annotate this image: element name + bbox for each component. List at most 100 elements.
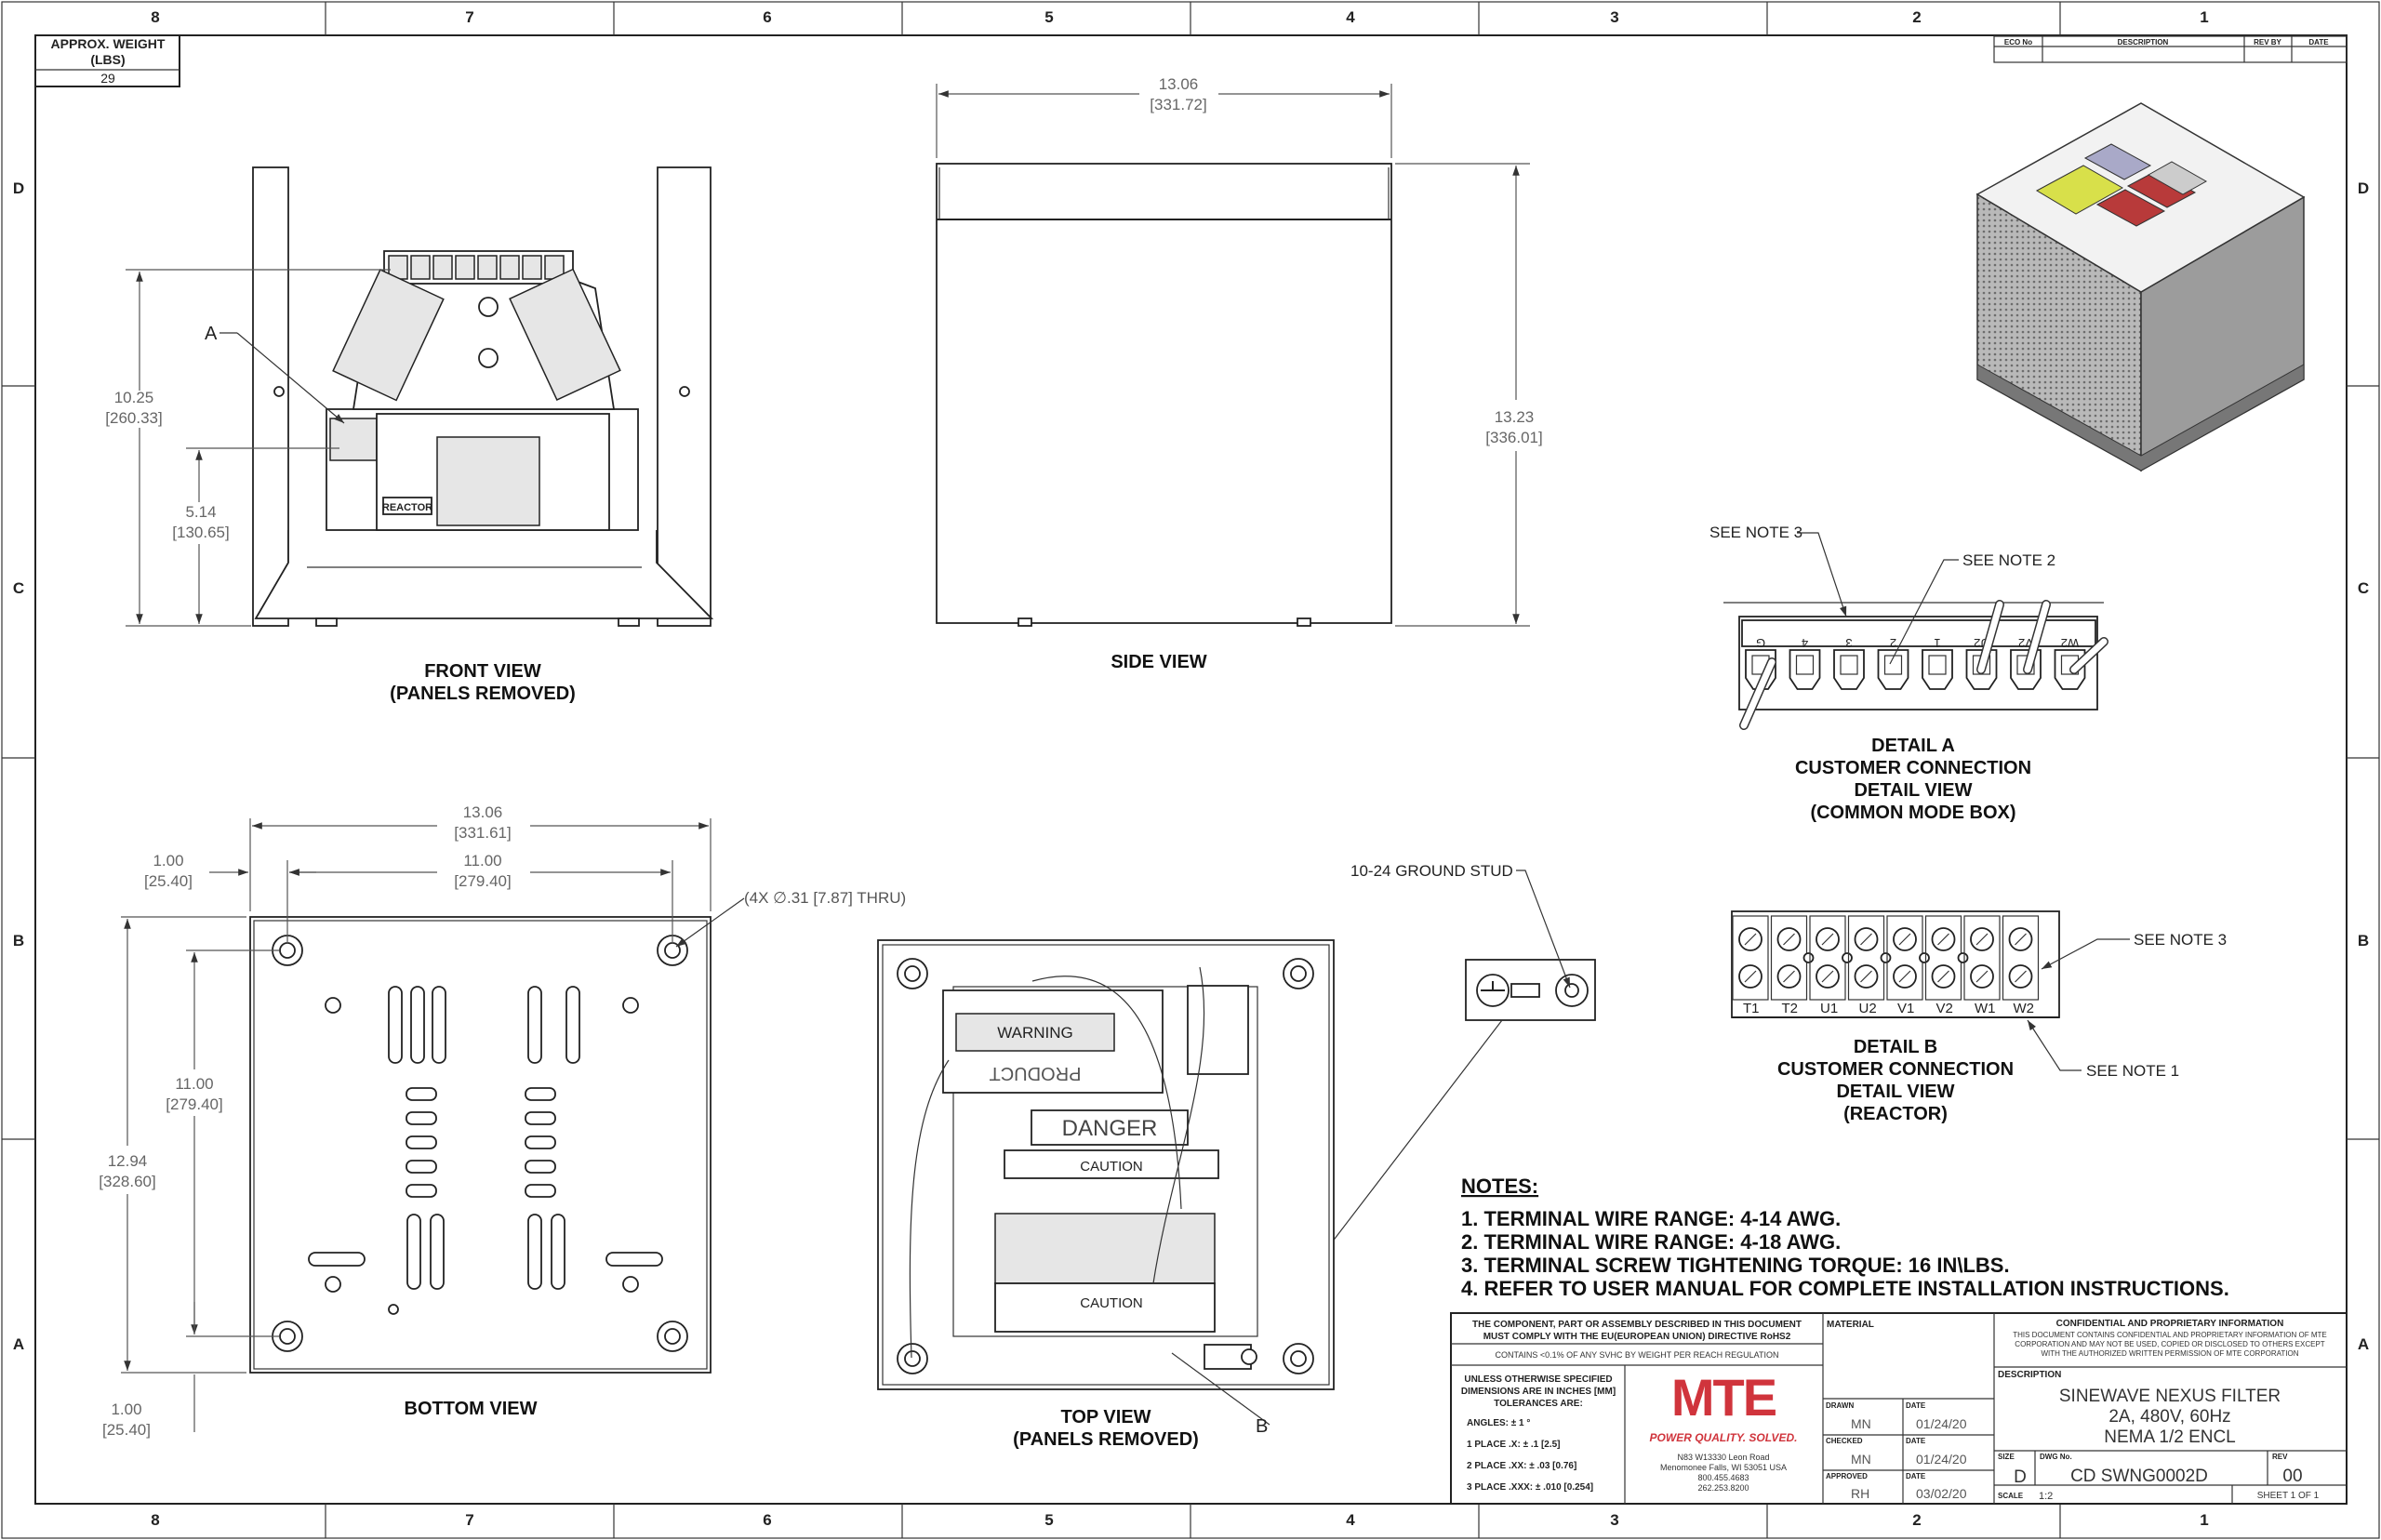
bottom-dim-overall-in: 13.06 — [463, 803, 503, 821]
detail-b-line2: CUSTOMER CONNECTION — [1777, 1059, 2014, 1080]
vent-slot — [551, 1214, 565, 1290]
weight-box: APPROX. WEIGHT (LBS) 29 — [34, 34, 180, 87]
tolerance-line-3: TOLERANCES ARE: — [1494, 1399, 1583, 1409]
vent-slot — [308, 1252, 366, 1267]
tolerance-line-2: DIMENSIONS ARE IN INCHES [MM] — [1461, 1387, 1616, 1397]
zone-column-label: 1 — [2200, 8, 2208, 26]
zone-column-label: 8 — [151, 8, 159, 26]
side-view-title: SIDE VIEW — [1111, 652, 1206, 672]
note-2: 2. TERMINAL WIRE RANGE: 4-18 AWG. — [1461, 1230, 1841, 1254]
terminal-block — [1963, 915, 2001, 1001]
terminal-opening — [1795, 655, 1815, 675]
terminal-clamp — [1833, 649, 1865, 690]
approved-date-label: DATE — [1906, 1472, 1926, 1480]
tolerance-angles: ANGLES: ± 1 ° — [1467, 1418, 1530, 1428]
detail-b-terminal-label: V2 — [1936, 1001, 1953, 1016]
size-label: SIZE — [1998, 1453, 2015, 1461]
reach-statement: CONTAINS <0.1% OF ANY SVHC BY WEIGHT PER… — [1496, 1350, 1779, 1360]
zone-column-label: 5 — [1044, 1511, 1053, 1529]
detail-a-line2: CUSTOMER CONNECTION — [1795, 758, 2031, 778]
size-value: D — [2014, 1467, 2027, 1487]
zone-row-label: B — [13, 932, 24, 949]
side-dim-width-mm: [331.72] — [1150, 96, 1206, 113]
screw-slot — [1744, 970, 1757, 983]
screw-slot — [1860, 970, 1872, 983]
hole — [325, 997, 341, 1014]
hole — [622, 997, 639, 1014]
zone-column-label: 4 — [1346, 1511, 1355, 1529]
zone-column-label: 6 — [763, 1511, 771, 1529]
front-dim-mid-in: 5.14 — [185, 503, 216, 521]
zone-row-label: C — [13, 579, 24, 597]
screw-slot — [1937, 933, 1949, 946]
mounting-hole-inner — [279, 942, 296, 959]
hole — [388, 1304, 399, 1315]
front-view-callout-a: A — [205, 324, 218, 344]
address-line-2: Menomonee Falls, WI 53051 USA — [1660, 1463, 1787, 1472]
detail-a-line3: DETAIL VIEW — [1854, 780, 1972, 801]
phone-1: 800.455.4683 — [1697, 1473, 1749, 1482]
approved-date: 03/02/20 — [1916, 1486, 1967, 1501]
detail-b-terminal-label: W2 — [2014, 1001, 2035, 1016]
detail-a-line4: (COMMON MODE BOX) — [1810, 803, 2015, 823]
bottom-dim-holes-v-in: 11.00 — [175, 1075, 213, 1093]
zone-row-label: B — [2358, 932, 2369, 949]
screw-slot — [1783, 933, 1795, 946]
zone-column-label: 5 — [1044, 8, 1053, 26]
detail-b-terminal-label: V1 — [1897, 1001, 1914, 1016]
weight-value: 29 — [100, 71, 115, 86]
terminal — [499, 255, 520, 280]
terminal-opening — [1928, 655, 1947, 675]
front-dim-height-in: 10.25 — [114, 389, 154, 406]
zone-column-label: 2 — [1912, 1511, 1921, 1529]
vent-slot — [406, 1111, 437, 1125]
screw-slot — [1937, 970, 1949, 983]
top-view-warning-label: WARNING — [997, 1024, 1073, 1042]
vent-slot — [525, 1160, 556, 1174]
vent-slot — [565, 986, 580, 1064]
reactor-label: REACTOR — [382, 502, 432, 513]
vent-slot — [527, 986, 542, 1064]
screw-slot — [2015, 933, 2027, 946]
mounting-hole-inner — [1290, 965, 1307, 982]
rev-header-description: DESCRIPTION — [2118, 38, 2169, 46]
screw-slot — [1821, 970, 1834, 983]
screw-hole — [1842, 952, 1853, 963]
terminal — [522, 255, 542, 280]
scale-value: 1:2 — [2039, 1491, 2053, 1502]
screw-slot — [1898, 970, 1911, 983]
confidential-title: CONFIDENTIAL AND PROPRIETARY INFORMATION — [2056, 1319, 2284, 1329]
drawn-date: 01/24/20 — [1916, 1416, 1967, 1431]
bottom-view: 13.06 [331.61] 11.00 [279.40] 1.00 [25.4… — [99, 803, 906, 1439]
bottom-dim-holes-mm: [279.40] — [454, 872, 511, 890]
bottom-dim-offset-bottom-in: 1.00 — [111, 1401, 141, 1418]
terminal — [477, 255, 498, 280]
screw-hole — [1957, 952, 1969, 963]
front-view: REACTOR A 10.25 [260.33] 5.14 [130.65] F… — [105, 166, 714, 704]
note-4: 4. REFER TO USER MANUAL FOR COMPLETE INS… — [1461, 1277, 2229, 1300]
top-view-danger-label: DANGER — [1062, 1116, 1158, 1141]
bottom-dim-overall-mm: [331.61] — [454, 824, 511, 842]
wire — [1977, 601, 2003, 673]
zone-row-label: D — [2358, 179, 2369, 197]
detail-a-line1: DETAIL A — [1871, 736, 1955, 756]
terminal-clamp — [1877, 649, 1909, 690]
detail-a-terminal-label: G — [1756, 636, 1765, 650]
zone-column-label: 2 — [1912, 8, 1921, 26]
drawn-by: MN — [1851, 1416, 1871, 1431]
sheet-number: SHEET 1 OF 1 — [2257, 1491, 2320, 1501]
detail-b-terminal-label: U1 — [1820, 1001, 1838, 1016]
detail-a-note2: SEE NOTE 2 — [1962, 551, 2055, 569]
vent-slot — [430, 1214, 445, 1290]
ground-stud-label: 10-24 GROUND STUD — [1350, 862, 1513, 880]
side-dim-height-mm: [336.01] — [1485, 429, 1542, 446]
terminal-clamp — [1789, 649, 1821, 690]
top-view-caution2-label: CAUTION — [1080, 1295, 1143, 1311]
vent-slot — [406, 1087, 437, 1101]
bottom-dim-overall-v-mm: [328.60] — [99, 1173, 155, 1190]
detail-b-line3: DETAIL VIEW — [1836, 1082, 1954, 1102]
top-view-title: TOP VIEW — [1060, 1407, 1151, 1427]
description-line-3: NEMA 1/2 ENCL — [2104, 1427, 2236, 1447]
terminal — [410, 255, 431, 280]
